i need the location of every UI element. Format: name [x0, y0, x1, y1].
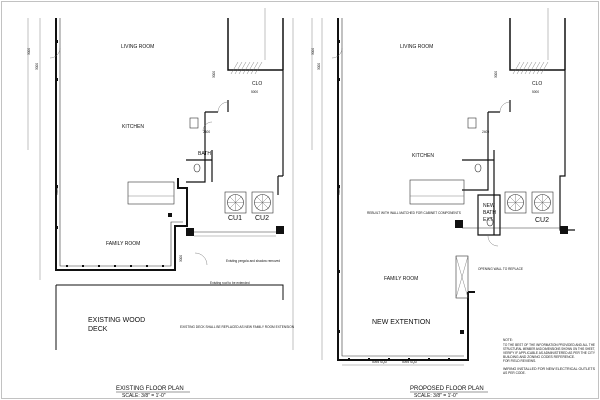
existing-condenser-unit-2	[251, 191, 274, 214]
existing-note-roofing: Existing roof to be extended	[210, 281, 250, 285]
existing-bath-label: BATH	[198, 151, 211, 157]
proposed-bottom-dimension: 5095 SQD	[372, 360, 388, 364]
existing-dimension: 3000	[35, 63, 39, 70]
note-heading: NOTE:	[503, 338, 513, 342]
existing-railing-posts	[55, 40, 164, 267]
existing-vanity	[189, 117, 199, 129]
proposed-family-room-label: FAMILY ROOM	[384, 276, 418, 282]
proposed-closet-shelves	[512, 61, 549, 75]
existing-unit-label-cu2: CU2	[255, 215, 269, 222]
existing-toilet	[193, 163, 201, 173]
existing-note-pergola: Existing pergola and shadow removed	[226, 259, 280, 263]
proposed-kitchen-label: KITCHEN	[412, 153, 434, 159]
existing-unit-label-cu1: CU1	[228, 215, 242, 222]
proposed-note-rebuilt: REBUILT WITH WALL MATCHED FOR CABINET CO…	[367, 211, 461, 215]
proposed-right-outer	[559, 70, 575, 231]
proposed-door-swing	[499, 101, 511, 113]
proposed-dimension: 3000	[494, 71, 498, 78]
proposed-floor-plan: LIVING ROOM KITCHEN CLO NEW BATH EXT. FA…	[311, 8, 575, 399]
proposed-dimension: 3000	[337, 188, 341, 195]
note-line: STRUCTURAL MEMBER AND DIMENSIONS SHOWN O…	[503, 347, 595, 351]
existing-post-small	[168, 213, 172, 217]
proposed-note-opening: OPENING WALL TO REPLACE	[478, 267, 523, 271]
existing-closet-shelves	[230, 61, 263, 75]
existing-note-deck: EXISTING DECK SHALL BE REPLACED AS NEW F…	[180, 325, 295, 329]
proposed-new-toilet	[486, 217, 494, 227]
existing-plan-scale: SCALE: 3/8" = 1'-0"	[122, 393, 166, 399]
existing-kitchen-label: KITCHEN	[122, 124, 144, 130]
proposed-door-swing-2	[331, 47, 343, 59]
proposed-closet-label: CLO	[532, 81, 542, 87]
existing-dimension: 3000	[27, 48, 31, 55]
existing-plan-title: EXISTING FLOOR PLAN	[116, 386, 184, 392]
proposed-new-bath-label-line1: NEW	[483, 203, 495, 209]
existing-door-swing	[217, 101, 229, 113]
existing-door-swing-2	[202, 121, 213, 132]
note-line: WIRING INSTALLED FOR NEW ELECTRICAL OUTL…	[503, 367, 595, 371]
proposed-inner-wall-line	[341, 18, 464, 357]
proposed-new-bath-label-line3: EXT.	[483, 217, 494, 223]
existing-bath-wall	[186, 150, 213, 182]
proposed-condenser-unit-2	[531, 191, 554, 214]
existing-deck-outline	[55, 284, 284, 350]
proposed-new-bath-label-line2: BATH	[483, 210, 496, 216]
proposed-dimension: 5000	[532, 90, 539, 94]
existing-dimension: 3000	[212, 71, 216, 78]
proposed-condenser-unit-1	[504, 191, 527, 214]
existing-deck-label-line1: EXISTING WOOD	[88, 317, 145, 324]
note-line: BUILDING AND ZONING CODES REFERENCE.	[503, 355, 575, 359]
existing-dimension: 2400	[203, 130, 210, 134]
general-note: NOTE: TO THE BEST OF THE INFORMATION PRO…	[503, 338, 596, 375]
existing-post	[276, 226, 284, 234]
existing-dimension: 3000	[55, 188, 59, 195]
existing-kitchen-wall	[186, 100, 229, 183]
note-line: FOR FIELD REVIEWS.	[503, 359, 536, 363]
note-line: AS PER CODE.	[503, 371, 526, 375]
proposed-dimension: 3000	[311, 48, 315, 55]
existing-living-room-label: LIVING ROOM	[121, 44, 154, 50]
proposed-new-bath-wall	[477, 194, 501, 236]
existing-door-swing-4	[194, 252, 208, 266]
existing-post	[186, 228, 194, 236]
proposed-post	[560, 226, 568, 234]
proposed-vanity	[467, 117, 477, 129]
existing-door-swing-3	[49, 47, 61, 59]
existing-family-room-label: FAMILY ROOM	[106, 241, 140, 247]
proposed-opening-beam	[455, 255, 469, 299]
proposed-toilet	[474, 163, 482, 173]
existing-right-outer	[277, 70, 284, 195]
existing-inner-wall-line	[59, 18, 183, 267]
existing-outer-wall	[55, 18, 188, 271]
note-line: VERIFY IF APPLICABLE AS ADMINISTERED AS …	[503, 351, 596, 355]
existing-right-wall	[227, 18, 284, 71]
proposed-kitchen-wall	[462, 100, 511, 191]
proposed-opening-hatch	[455, 255, 469, 299]
existing-dimension: 5000	[251, 90, 258, 94]
proposed-island	[409, 179, 465, 205]
proposed-dimension: 2400	[482, 130, 489, 134]
proposed-post	[455, 220, 463, 228]
proposed-right-wall	[509, 18, 566, 71]
note-line: TO THE BEST OF THE INFORMATION PROVIDED …	[503, 343, 595, 347]
proposed-plan-scale: SCALE: 3/8" = 1'-0"	[414, 393, 458, 399]
existing-dimension: 3000	[179, 255, 183, 262]
proposed-post-small	[460, 330, 464, 334]
existing-deck-label-line2: DECK	[88, 326, 108, 333]
existing-island	[127, 181, 175, 205]
existing-condenser-unit-1	[224, 191, 247, 214]
proposed-dimension: 3000	[317, 63, 321, 70]
proposed-living-room-label: LIVING ROOM	[400, 44, 433, 50]
proposed-wall-markers	[337, 40, 450, 360]
proposed-unit-label-cu2: CU2	[535, 217, 549, 224]
proposed-new-extension-label: NEW EXTENTION	[372, 319, 430, 326]
proposed-bath-wall	[462, 150, 495, 235]
existing-floor-plan: LIVING ROOM KITCHEN BATH CLO FAMILY ROOM…	[27, 8, 295, 399]
proposed-door-swing-3	[487, 235, 499, 247]
proposed-bottom-dimension: 5095 SQD	[402, 360, 418, 364]
proposed-outer-wall	[337, 18, 475, 361]
existing-closet-label: CLO	[252, 81, 262, 87]
proposed-plan-title: PROPOSED FLOOR PLAN	[410, 386, 484, 392]
